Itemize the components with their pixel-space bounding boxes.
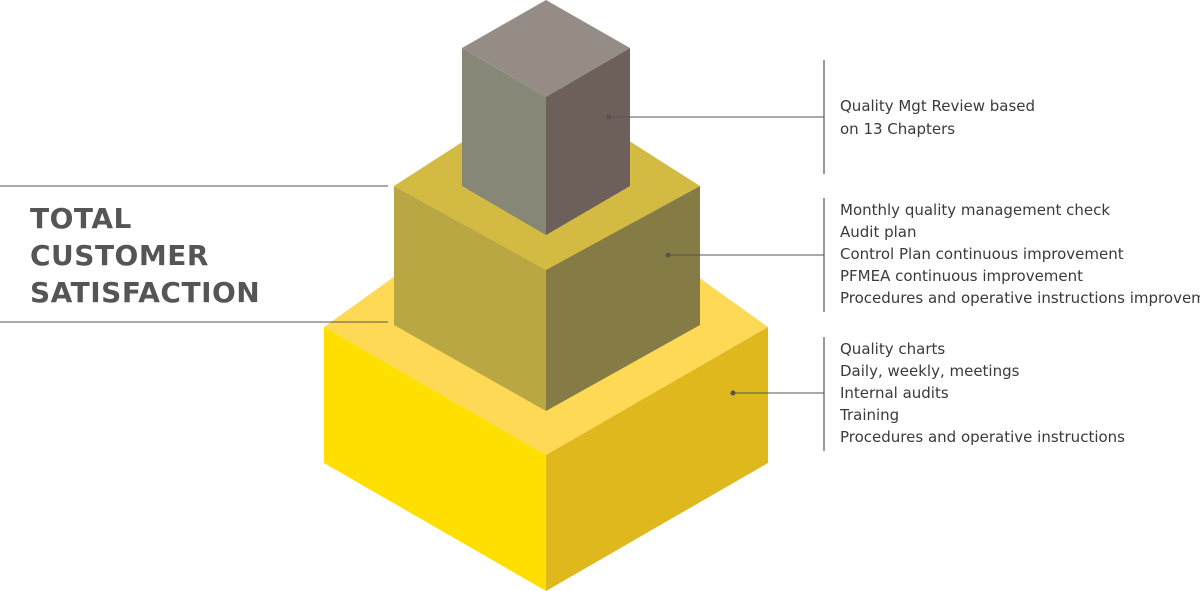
title-line-2: CUSTOMER <box>30 239 209 272</box>
title-line-3: SATISFACTION <box>30 276 261 309</box>
bottom-tier-label: Quality charts <box>840 340 946 358</box>
middle-tier-label: Control Plan continuous improvement <box>840 245 1124 263</box>
bottom-tier-label: Internal audits <box>840 384 949 402</box>
total-customer-satisfaction-title: TOTAL CUSTOMER SATISFACTION <box>30 200 260 311</box>
top-cube-right-face <box>546 48 630 235</box>
middle-tier-label: PFMEA continuous improvement <box>840 267 1084 285</box>
bottom-tier-labels: Quality charts Daily, weekly, meetings I… <box>840 338 1125 448</box>
callout-middle <box>665 198 825 312</box>
top-cube <box>462 0 630 235</box>
title-line-1: TOTAL <box>30 202 132 235</box>
middle-cube-right-face <box>546 186 700 411</box>
middle-tier-labels: Monthly quality management check Audit p… <box>840 199 1200 309</box>
bottom-cube-right-face <box>546 327 768 591</box>
callout-bottom <box>730 337 825 451</box>
top-cube-left-face <box>462 48 546 235</box>
middle-tier-label: Monthly quality management check <box>840 201 1111 219</box>
bottom-tier-label: Training <box>840 406 900 424</box>
middle-tier-label: Audit plan <box>840 223 917 241</box>
bottom-tier-label: Daily, weekly, meetings <box>840 362 1020 380</box>
callout-top <box>606 60 825 174</box>
top-tier-label: Quality Mgt Review based <box>840 97 1036 115</box>
top-tier-label: on 13 Chapters <box>840 120 956 138</box>
middle-cube-left-face <box>394 186 546 411</box>
bottom-tier-label: Procedures and operative instructions <box>840 428 1125 446</box>
top-cube-top-face <box>462 0 630 97</box>
middle-tier-label: Procedures and operative instructions im… <box>840 289 1200 307</box>
bottom-cube-left-face <box>324 327 546 591</box>
top-tier-labels: Quality Mgt Review based on 13 Chapters <box>840 95 1035 141</box>
